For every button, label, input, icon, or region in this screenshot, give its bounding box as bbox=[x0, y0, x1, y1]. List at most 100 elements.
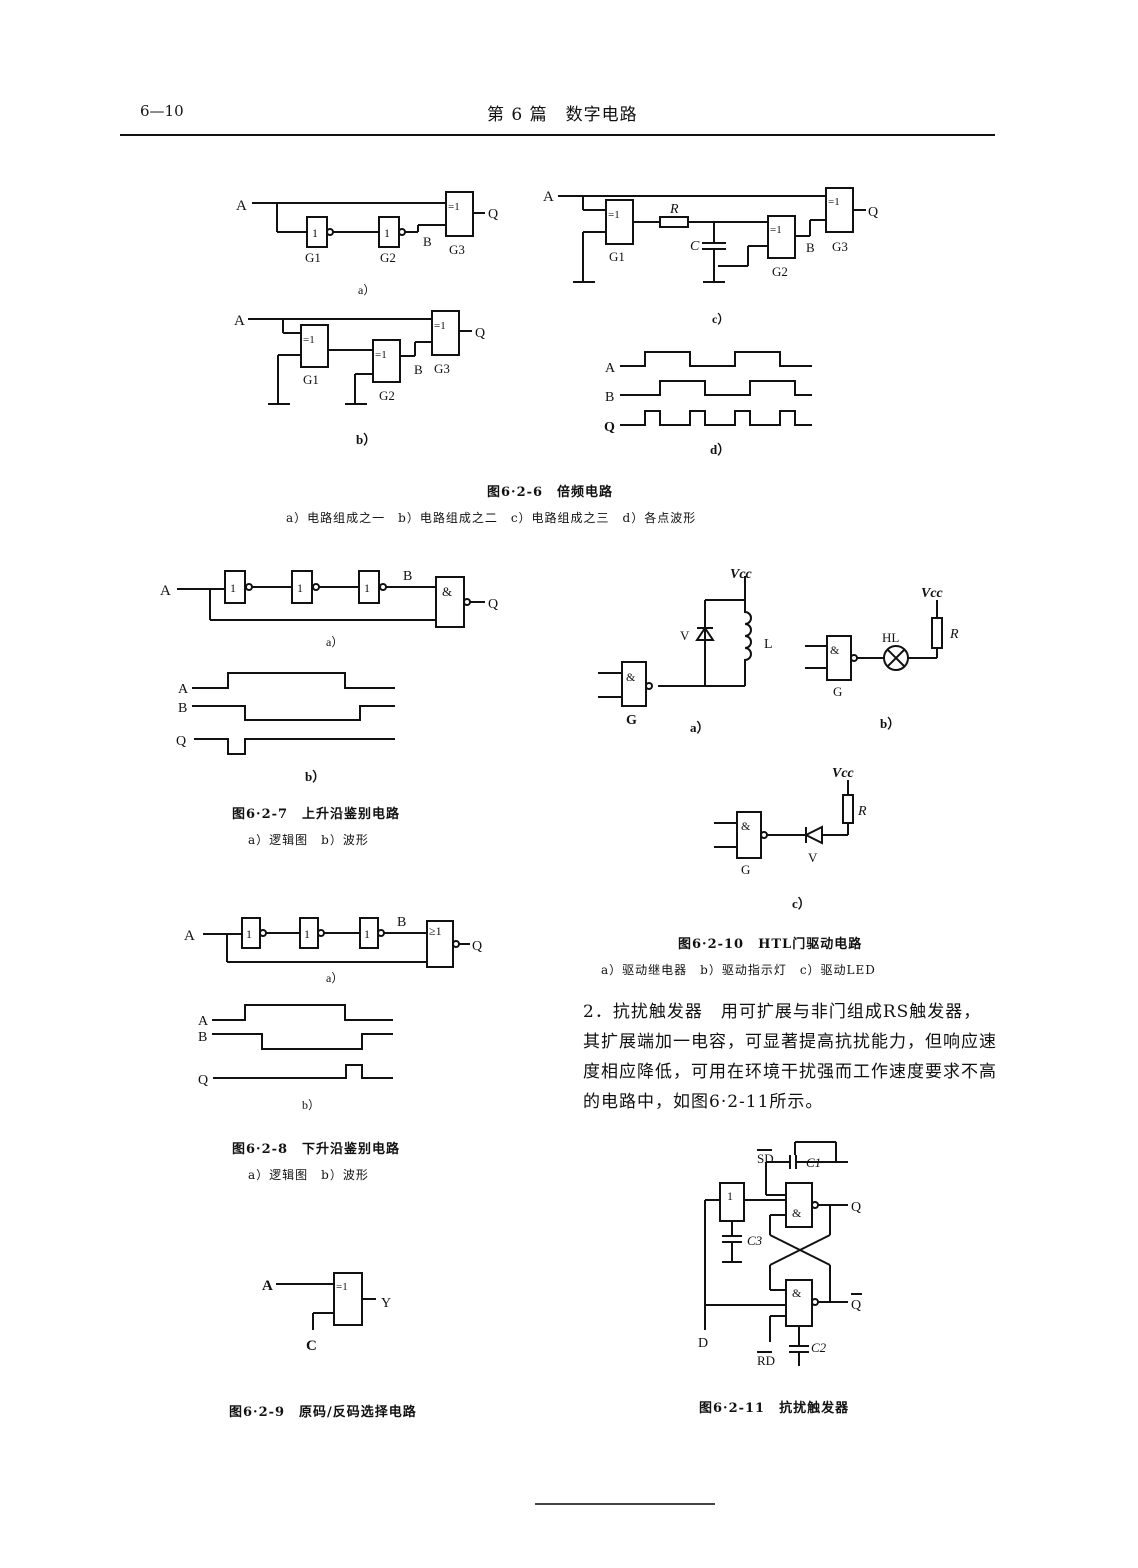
wave-label-q: Q bbox=[176, 734, 186, 749]
page-number: 6—10 bbox=[140, 102, 184, 120]
vcc-label: Vcc bbox=[921, 586, 944, 601]
gate-label: G bbox=[833, 684, 842, 699]
panel-label: b） bbox=[356, 432, 376, 447]
resistor-label: R bbox=[857, 804, 867, 819]
fig-6-2-6c-circuit bbox=[558, 187, 866, 283]
gate-symbol: =1 bbox=[336, 1281, 348, 1293]
figure-subcaption: a）逻辑图 b）波形 bbox=[248, 833, 369, 847]
gate-symbol: =1 bbox=[375, 349, 387, 361]
wave-label-b: B bbox=[198, 1030, 207, 1045]
panel-label: a） bbox=[326, 635, 343, 649]
fig-6-2-10c-circuit bbox=[714, 780, 854, 859]
input-label-a: A bbox=[543, 189, 554, 205]
fig-6-2-8b-waveforms bbox=[212, 1004, 393, 1079]
gate-label: G bbox=[626, 713, 637, 728]
resistor-label: R bbox=[669, 202, 679, 217]
wave-label-b: B bbox=[605, 390, 614, 405]
panel-label: a） bbox=[690, 720, 710, 735]
gate-label: G3 bbox=[832, 239, 848, 254]
output-label-q: Q bbox=[488, 207, 498, 222]
panel-label: a） bbox=[358, 283, 375, 297]
output-label-qbar: Q bbox=[851, 1298, 861, 1313]
figure-subcaption: a）电路组成之一 b）电路组成之二 c）电路组成之三 d）各点波形 bbox=[286, 511, 697, 525]
fig-6-2-6a-circuit bbox=[252, 191, 485, 248]
fig-6-2-10a-circuit bbox=[598, 576, 752, 707]
capacitor-label: C2 bbox=[811, 1340, 827, 1355]
gate-symbol: & bbox=[442, 584, 452, 599]
wave-label-q: Q bbox=[604, 420, 615, 435]
figure-caption: 图6·2-6 倍频电路 bbox=[487, 485, 614, 500]
figure-subcaption: a）逻辑图 b）波形 bbox=[248, 1168, 369, 1182]
panel-label: c） bbox=[792, 896, 811, 911]
figure-caption: 图6·2-10 HTL门驱动电路 bbox=[678, 937, 863, 952]
gate-symbol: & bbox=[741, 819, 751, 833]
input-label-rd: RD bbox=[757, 1353, 775, 1368]
gate-label: G2 bbox=[772, 264, 788, 279]
gate-symbol: 1 bbox=[364, 581, 370, 595]
capacitor-label: C1 bbox=[806, 1155, 821, 1170]
gate-symbol: 1 bbox=[230, 581, 236, 595]
fig-6-2-6d-waveforms bbox=[620, 351, 812, 426]
gate-symbol: 1 bbox=[384, 226, 390, 240]
input-label-a: A bbox=[236, 198, 247, 214]
wave-label-q: Q bbox=[198, 1073, 208, 1088]
gate-label: G1 bbox=[609, 249, 625, 264]
fig-6-2-7a-circuit bbox=[177, 570, 485, 628]
fig-6-2-10b-circuit bbox=[805, 600, 943, 681]
input-label-a: A bbox=[234, 313, 245, 329]
gate-symbol: 1 bbox=[364, 927, 370, 941]
lamp-label: HL bbox=[882, 630, 899, 645]
input-label-a: A bbox=[184, 928, 195, 944]
wave-label-a: A bbox=[178, 682, 189, 697]
vcc-label: Vcc bbox=[730, 567, 753, 582]
panel-label: a） bbox=[326, 971, 343, 985]
node-label-b: B bbox=[806, 240, 815, 255]
gate-symbol: =1 bbox=[828, 196, 840, 208]
figure-caption: 图6·2-8 下升沿鉴别电路 bbox=[232, 1142, 401, 1157]
footer-rule bbox=[535, 1503, 715, 1505]
gate-symbol: =1 bbox=[303, 334, 315, 346]
input-label-sd: SD bbox=[757, 1151, 774, 1166]
gate-label: G1 bbox=[305, 250, 321, 265]
gate-label: G1 bbox=[303, 372, 319, 387]
figure-caption: 图6·2-9 原码/反码选择电路 bbox=[229, 1405, 417, 1420]
panel-label: b） bbox=[305, 769, 325, 784]
node-label-b: B bbox=[397, 915, 406, 930]
fig-6-2-7b-waveforms bbox=[192, 672, 395, 755]
wave-label-b: B bbox=[178, 701, 187, 716]
vcc-label: Vcc bbox=[832, 766, 855, 781]
input-label-a: A bbox=[262, 1278, 273, 1294]
page-header-title: 第 6 篇 数字电路 bbox=[487, 105, 638, 125]
figure-caption: 图6·2-11 抗扰触发器 bbox=[699, 1401, 850, 1416]
output-label-y: Y bbox=[381, 1296, 391, 1311]
output-label-q: Q bbox=[851, 1200, 861, 1215]
wave-label-a: A bbox=[605, 361, 616, 376]
header-rule bbox=[120, 134, 995, 136]
gate-symbol: & bbox=[626, 670, 636, 684]
gate-symbol: & bbox=[830, 643, 840, 657]
panel-label: b） bbox=[880, 716, 900, 731]
fig-6-2-8a-circuit bbox=[203, 917, 470, 968]
fig-6-2-11-circuit bbox=[704, 1141, 848, 1366]
figure-caption: 图6·2-7 上升沿鉴别电路 bbox=[232, 807, 401, 822]
panel-label: b） bbox=[302, 1098, 320, 1112]
gate-symbol: ≥1 bbox=[429, 924, 442, 938]
node-label-b: B bbox=[423, 234, 432, 249]
led-label: V bbox=[808, 850, 818, 865]
output-label-q: Q bbox=[868, 205, 878, 220]
output-label-q: Q bbox=[475, 326, 485, 341]
gate-symbol: 1 bbox=[246, 927, 252, 941]
node-label-b: B bbox=[414, 362, 423, 377]
fig-6-2-9-circuit bbox=[276, 1272, 376, 1330]
figure-subcaption: a）驱动继电器 b）驱动指示灯 c）驱动LED bbox=[601, 963, 876, 977]
gate-symbol: & bbox=[792, 1286, 802, 1300]
gate-label: G2 bbox=[379, 388, 395, 403]
gate-symbol: =1 bbox=[608, 209, 620, 221]
output-label-q: Q bbox=[472, 939, 482, 954]
gate-label: G bbox=[741, 862, 750, 877]
diode-label: V bbox=[680, 628, 690, 643]
fig-6-2-6b-circuit bbox=[248, 310, 472, 405]
gate-symbol: & bbox=[792, 1206, 802, 1220]
gate-symbol: 1 bbox=[312, 226, 318, 240]
